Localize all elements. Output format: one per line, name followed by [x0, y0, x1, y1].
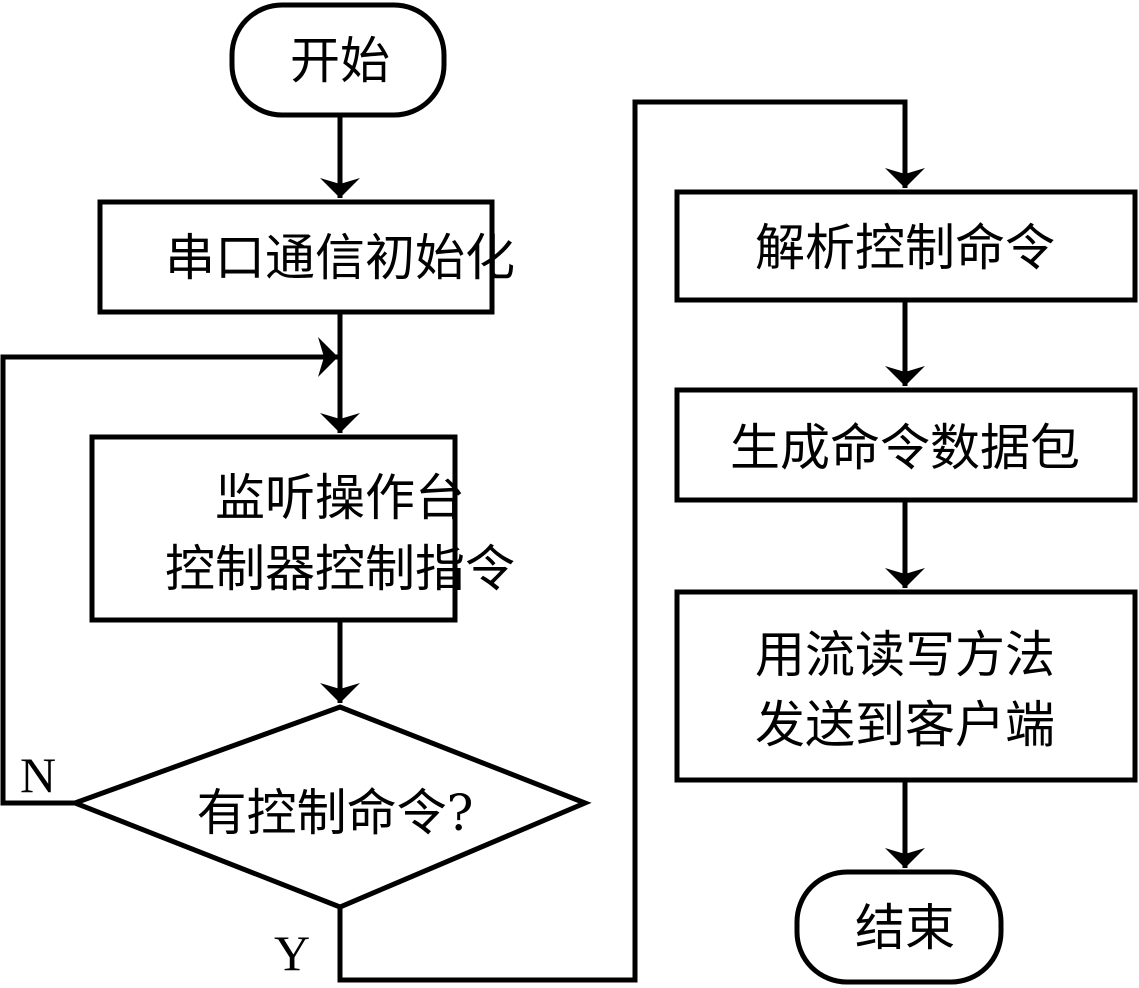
packet-label: 生成命令数据包 [730, 419, 1080, 477]
send-label-line1: 用流读写方法 [755, 626, 1055, 684]
start-terminal [229, 2, 447, 118]
start-label: 开始 [290, 32, 390, 90]
decision-diamond [67, 704, 592, 910]
yes-branch-label: Y [274, 925, 310, 981]
listen-box [89, 434, 458, 623]
decision-label: 有控制命令? [197, 784, 474, 842]
end-terminal [794, 869, 1004, 985]
edge-decision-yes-to-parse [337, 99, 925, 983]
end-label: 结束 [855, 899, 955, 957]
init-box [97, 199, 495, 315]
edge-decision-no-loop [0, 337, 338, 806]
no-branch-label: N [20, 747, 56, 803]
send-label-line2: 发送到客户端 [755, 696, 1055, 754]
init-label: 串口通信初始化 [165, 229, 515, 287]
listen-label-line1: 监听操作台 [215, 469, 465, 527]
send-box [674, 589, 1138, 783]
listen-label-line2: 控制器控制指令 [165, 540, 515, 598]
packet-box [674, 387, 1138, 503]
parse-label: 解析控制命令 [755, 219, 1055, 277]
parse-box [674, 189, 1138, 303]
